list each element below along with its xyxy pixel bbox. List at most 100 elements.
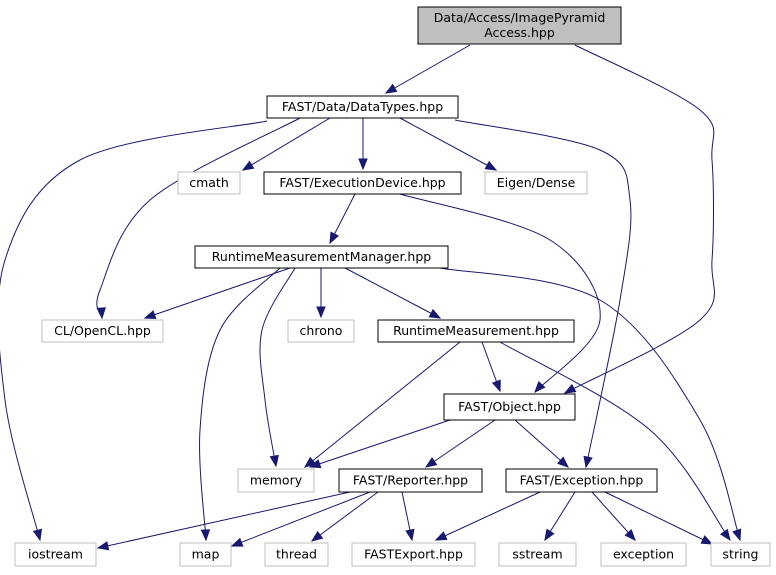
edge-root-to-datatypes bbox=[384, 44, 471, 94]
edge-line bbox=[385, 44, 471, 94]
edge-object-to-exception bbox=[514, 419, 570, 468]
node-label: iostream bbox=[28, 547, 83, 562]
node-box bbox=[264, 542, 329, 567]
edge-line bbox=[304, 341, 461, 468]
edge-rtmanager-to-map bbox=[199, 267, 281, 542]
edge-line bbox=[199, 267, 281, 541]
edge-line bbox=[344, 267, 441, 319]
node-box bbox=[484, 171, 588, 195]
edge-arrowhead bbox=[428, 308, 442, 319]
node-box bbox=[351, 542, 476, 567]
node-label: FAST/Exception.hpp bbox=[520, 473, 644, 488]
node-exception[interactable]: FAST/Exception.hpp bbox=[505, 468, 658, 493]
edge-line bbox=[425, 419, 496, 468]
edge-arrowhead bbox=[316, 306, 326, 319]
edge-line bbox=[454, 119, 632, 468]
node-label: thread bbox=[276, 547, 317, 562]
node-label: FAST/ExecutionDevice.hpp bbox=[279, 175, 445, 190]
edge-exception-to-string bbox=[604, 491, 714, 545]
edge-line bbox=[242, 117, 331, 171]
edge-datatypes-to-exception bbox=[454, 119, 632, 469]
edge-rtmanager-to-string bbox=[439, 267, 742, 542]
edge-line bbox=[399, 193, 601, 393]
edge-datatypes-to-opencl bbox=[96, 117, 301, 320]
node-label: exception bbox=[613, 547, 674, 562]
edge-arrowhead bbox=[310, 530, 324, 542]
edge-object-to-reporter bbox=[424, 419, 496, 468]
edge-line bbox=[311, 491, 379, 542]
edge-arrowhead bbox=[358, 158, 368, 171]
edge-arrowhead bbox=[96, 541, 110, 551]
edge-arrowhead bbox=[32, 528, 43, 542]
edge-rtmanager-to-chrono bbox=[316, 268, 326, 319]
edge-datatypes-to-eigen bbox=[399, 117, 498, 171]
edge-line bbox=[514, 419, 569, 468]
edge-arrowhead bbox=[624, 529, 636, 542]
node-cmath: cmath bbox=[177, 171, 241, 195]
edge-line bbox=[96, 117, 301, 319]
edge-line bbox=[399, 117, 497, 171]
edge-line bbox=[144, 267, 291, 319]
node-rtmeas[interactable]: RuntimeMeasurement.hpp bbox=[377, 319, 575, 343]
node-exceptionstd: exception bbox=[600, 542, 687, 567]
node-box bbox=[41, 319, 164, 343]
edge-arrowhead bbox=[434, 531, 448, 541]
node-label: FAST/Data/DataTypes.hpp bbox=[282, 99, 443, 114]
node-box bbox=[710, 542, 771, 567]
node-box bbox=[600, 542, 687, 567]
node-label: FASTExport.hpp bbox=[364, 547, 463, 562]
edge-execdevice-to-object bbox=[399, 193, 601, 393]
edge-reporter-to-map bbox=[230, 491, 371, 547]
edge-arrowhead bbox=[308, 459, 322, 469]
edge-line bbox=[435, 491, 541, 541]
node-eigen: Eigen/Dense bbox=[484, 171, 588, 195]
edge-line bbox=[259, 267, 296, 467]
node-box bbox=[179, 542, 232, 567]
node-box bbox=[266, 95, 459, 119]
node-datatypes[interactable]: FAST/Data/DataTypes.hpp bbox=[266, 95, 459, 119]
node-label: RuntimeMeasurement.hpp bbox=[393, 323, 559, 338]
node-box bbox=[505, 468, 658, 493]
node-box bbox=[443, 393, 576, 421]
edge-arrowhead bbox=[384, 83, 398, 94]
edge-rtmeas-to-string bbox=[499, 341, 731, 542]
edge-line bbox=[97, 491, 351, 549]
edge-line bbox=[231, 491, 371, 547]
node-label: memory bbox=[250, 473, 303, 488]
edge-arrowhead bbox=[719, 528, 731, 542]
edge-rtmeas-to-object bbox=[481, 341, 501, 393]
node-memory: memory bbox=[237, 468, 315, 493]
node-label: FAST/Object.hpp bbox=[458, 399, 561, 414]
edge-line bbox=[499, 341, 731, 541]
node-label: Data/Access/ImagePyramid bbox=[434, 10, 606, 25]
node-label: FAST/Reporter.hpp bbox=[353, 473, 468, 488]
edge-arrowhead bbox=[534, 381, 546, 393]
node-label: cmath bbox=[189, 175, 229, 190]
edge-datatypes-to-execdevice bbox=[358, 118, 368, 171]
edge-arrowhead bbox=[732, 528, 742, 542]
node-box bbox=[287, 319, 355, 343]
edge-arrowhead bbox=[241, 160, 255, 171]
node-label: RuntimeMeasurementManager.hpp bbox=[212, 249, 431, 264]
edge-rtmeas-to-memory bbox=[303, 341, 461, 468]
edge-datatypes-to-cmath bbox=[241, 117, 331, 171]
node-object[interactable]: FAST/Object.hpp bbox=[443, 393, 576, 421]
edge-arrowhead bbox=[491, 379, 501, 393]
node-rtmanager[interactable]: RuntimeMeasurementManager.hpp bbox=[194, 245, 449, 269]
edge-rtmanager-to-memory bbox=[259, 267, 296, 468]
edge-arrowhead bbox=[700, 535, 714, 545]
edge-execdevice-to-rtmanager bbox=[329, 193, 356, 245]
node-label: chrono bbox=[300, 323, 343, 338]
node-execdevice[interactable]: FAST/ExecutionDevice.hpp bbox=[263, 171, 462, 195]
edge-line bbox=[439, 267, 741, 541]
node-reporter[interactable]: FAST/Reporter.hpp bbox=[338, 468, 483, 493]
edge-arrowhead bbox=[230, 537, 244, 547]
node-thread: thread bbox=[264, 542, 329, 567]
edge-arrowhead bbox=[96, 307, 106, 320]
edge-exception-to-exceptionstd bbox=[591, 491, 636, 542]
node-label: Access.hpp bbox=[484, 25, 555, 40]
edge-line bbox=[604, 491, 713, 545]
node-sstream: sstream bbox=[498, 542, 577, 567]
edge-arrowhead bbox=[405, 528, 415, 542]
